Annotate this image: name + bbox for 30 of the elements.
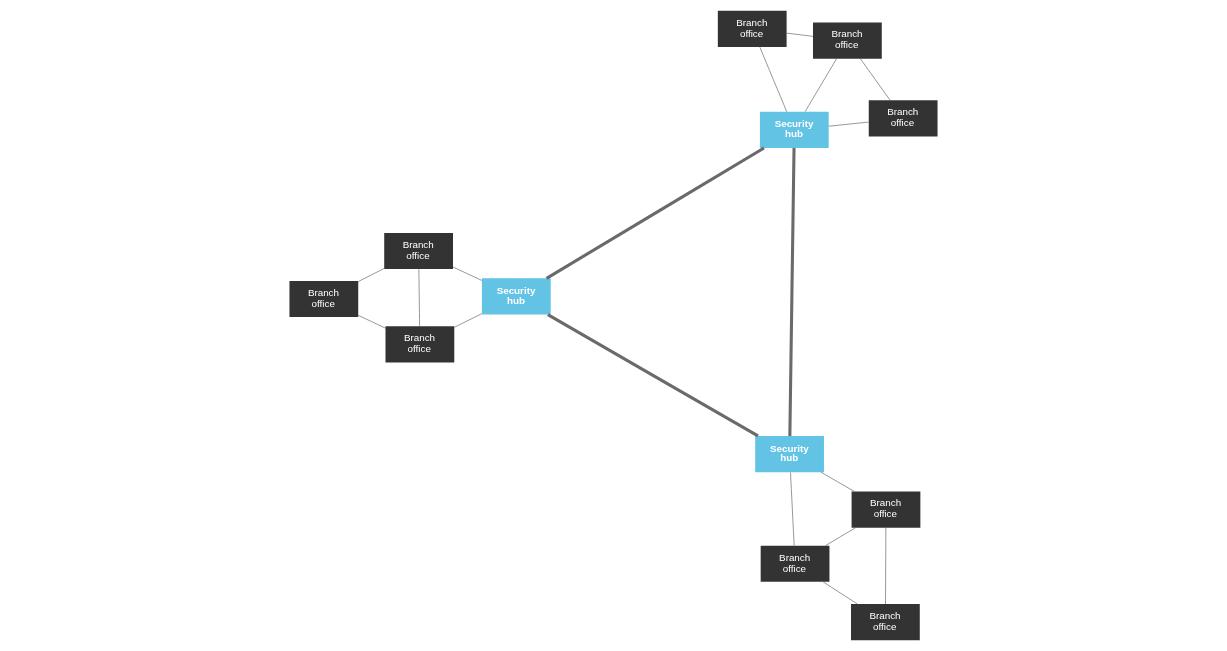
- connector: [418, 268, 420, 327]
- connector: [790, 472, 795, 546]
- connector: [358, 268, 385, 282]
- node-box: Branch office: [385, 326, 455, 363]
- node-box: Branch office: [760, 545, 830, 582]
- node-box: Security hub: [755, 436, 824, 473]
- node-box: Branch office: [868, 100, 938, 137]
- connector: [452, 266, 483, 281]
- connector: [786, 32, 814, 37]
- connector: [825, 527, 856, 546]
- node-box: Branch office: [851, 491, 921, 528]
- node-box: Branch office: [289, 280, 359, 318]
- connector: [547, 313, 759, 438]
- connector: [822, 581, 858, 605]
- connector: [454, 313, 483, 328]
- connector: [358, 315, 386, 329]
- connector: [545, 146, 765, 280]
- connector: [788, 147, 796, 436]
- node-box: Security hub: [481, 278, 551, 315]
- connector: [820, 472, 855, 492]
- connector: [828, 121, 870, 127]
- node-box: Security hub: [759, 111, 829, 148]
- node-box: Branch office: [717, 10, 787, 47]
- connector: [860, 58, 891, 101]
- node-box: Branch office: [384, 232, 453, 270]
- node-box: Branch office: [851, 604, 920, 641]
- connector: [804, 58, 837, 112]
- connector: [759, 46, 788, 113]
- node-box: Branch office: [813, 22, 882, 59]
- connector: [885, 527, 887, 605]
